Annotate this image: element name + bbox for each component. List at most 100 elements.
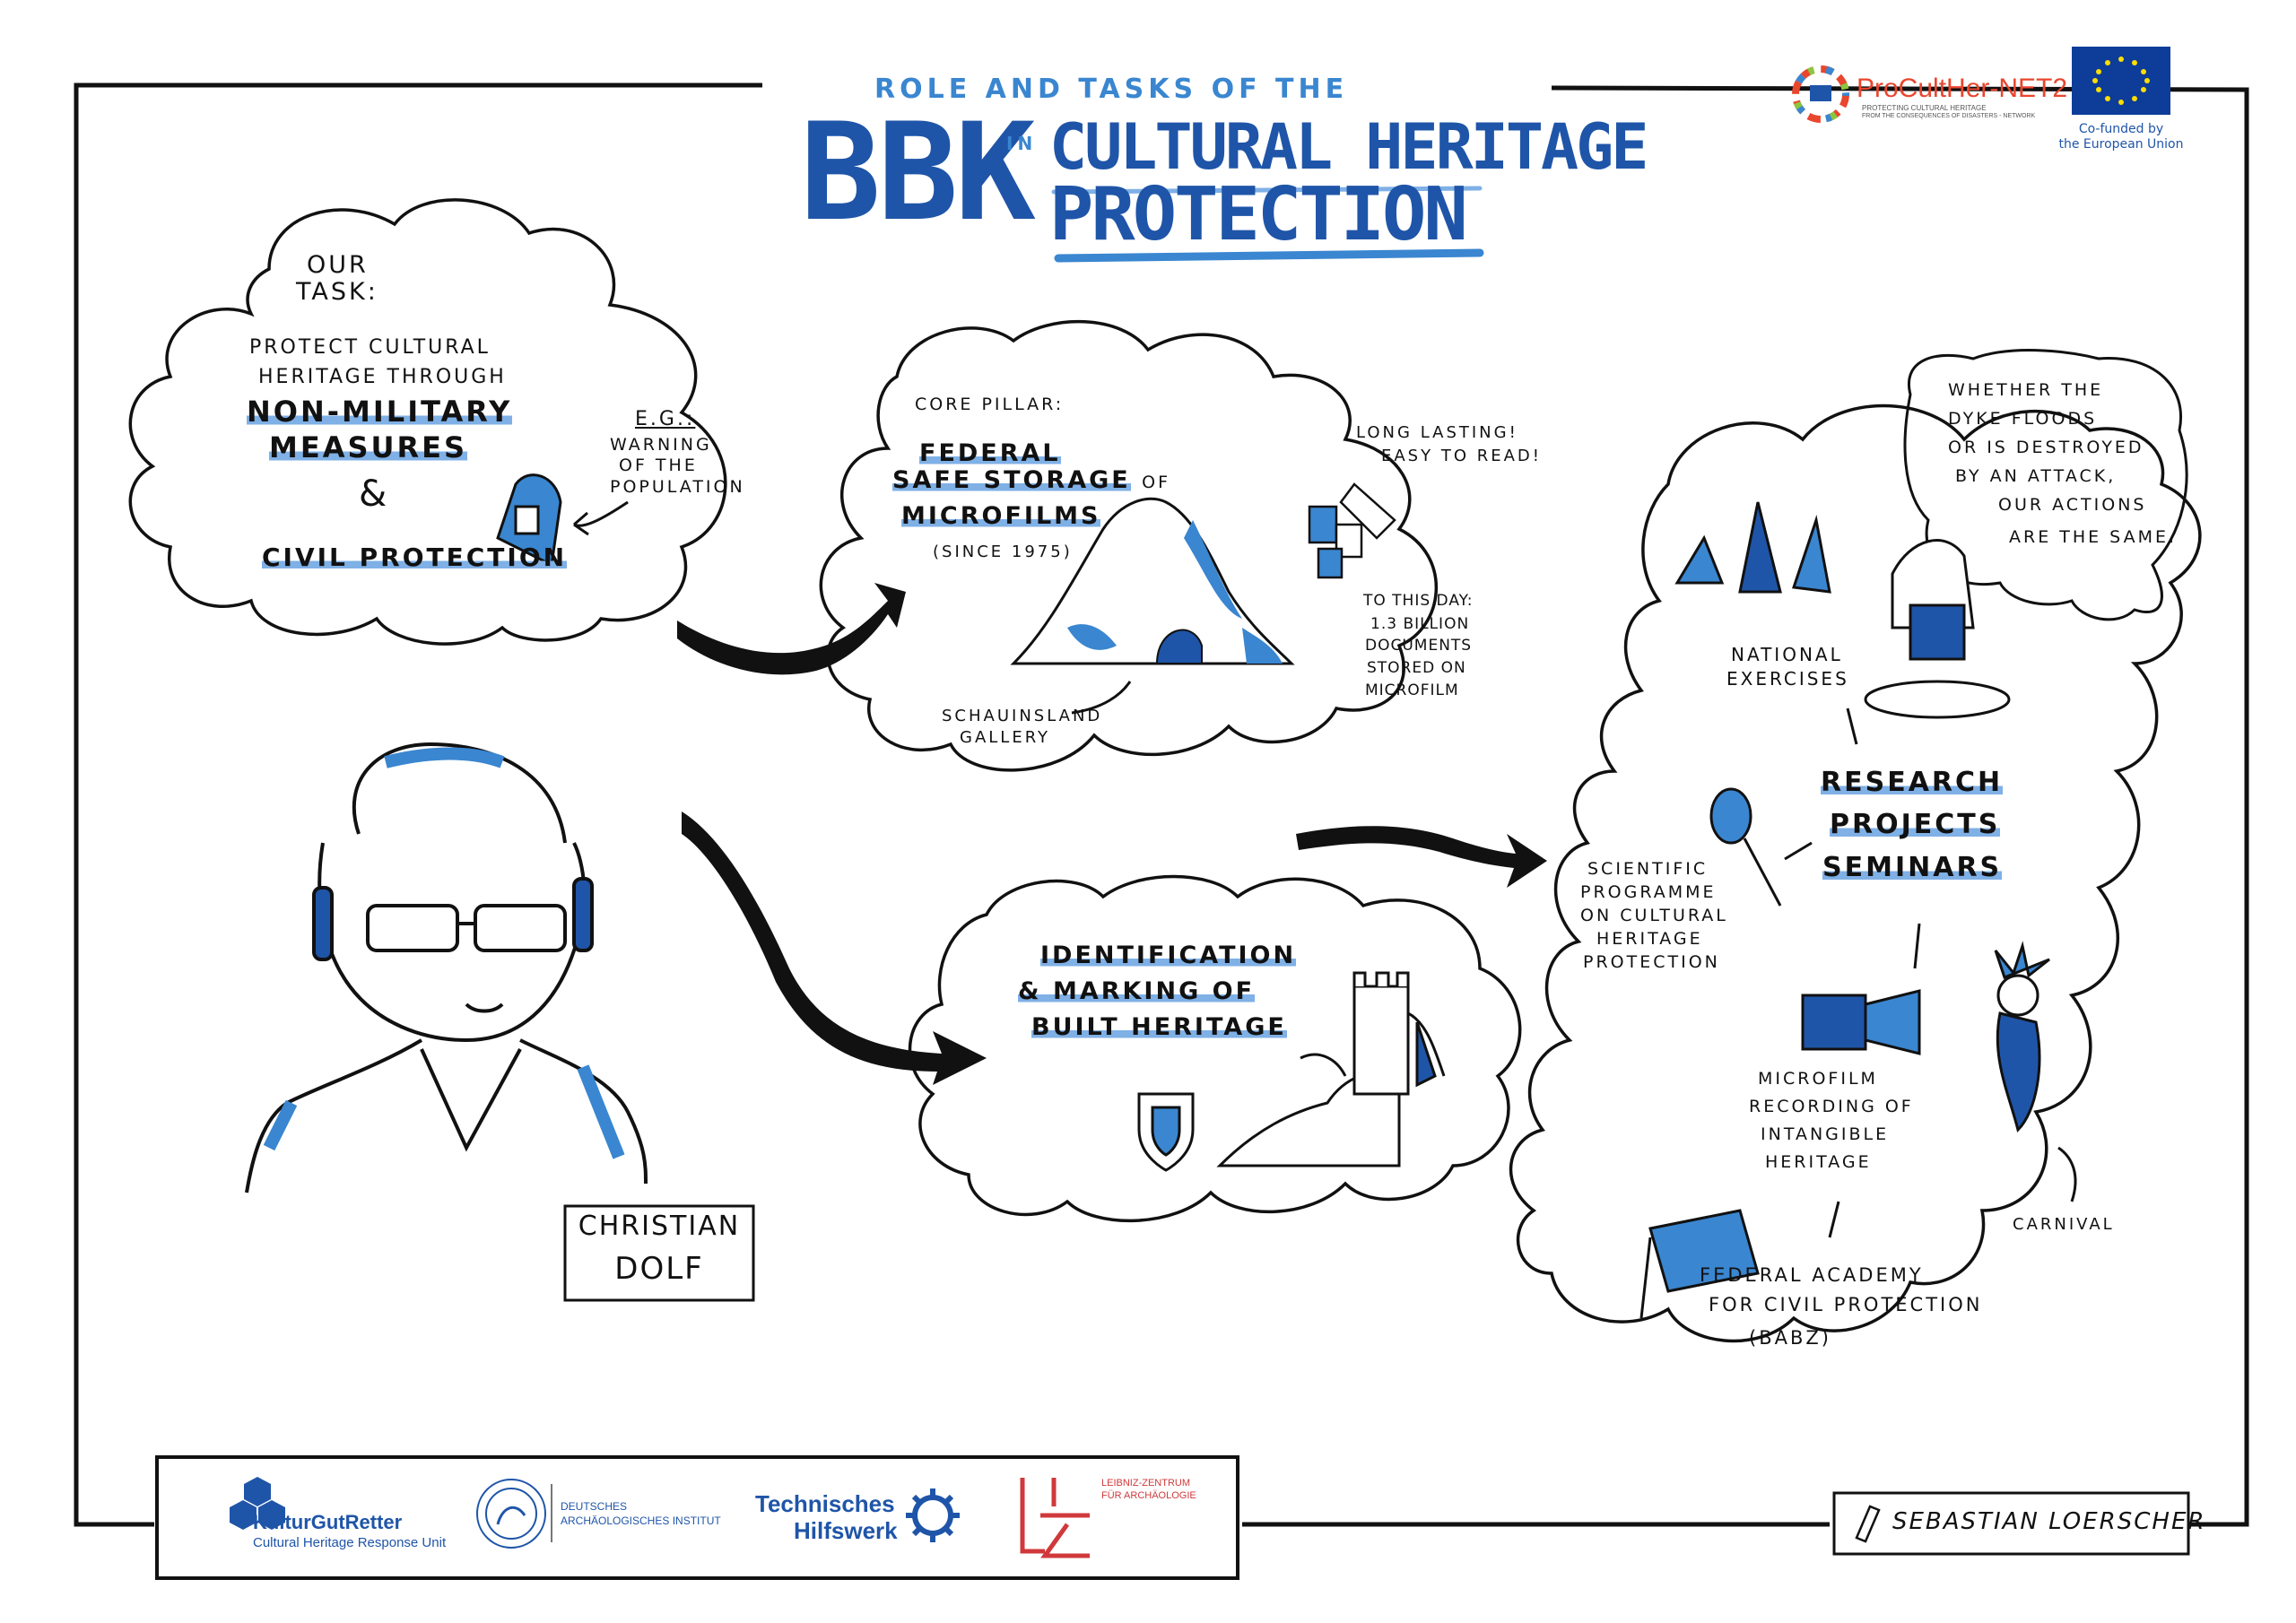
microfilm-rolls (1308, 482, 1396, 579)
thw-line-1: Technisches (755, 1490, 895, 1517)
microfilm-3: INTANGIBLE (1761, 1124, 1890, 1144)
academy-hat-drawing (1639, 1209, 1760, 1319)
core-safe-storage: SAFE STORAGE OF (892, 466, 1170, 494)
sci-2: PROGRAMME (1580, 882, 1717, 902)
jester-drawing (1994, 941, 2050, 1133)
task-nonmilitary-2: MEASURES (269, 430, 468, 464)
cloud-identification (908, 874, 1522, 1223)
task-warn-1: WARNING (610, 435, 712, 455)
title-line2: PROTECTION (1049, 172, 1468, 257)
core-day-3: DOCUMENTS (1365, 637, 1473, 655)
microfilm-2: RECORDING OF (1749, 1097, 1914, 1116)
procult-ring-icon (1792, 65, 1849, 123)
research-3: SEMINARS (1822, 852, 2003, 883)
ident-line-1: IDENTIFICATION (1040, 942, 1297, 969)
microfilm-4: HERITAGE (1765, 1152, 1872, 1172)
core-easy-read: EASY TO READ! (1381, 447, 1542, 465)
task-civil-protection: CIVIL PROTECTION (262, 542, 568, 572)
task-eg: E.G.: (635, 408, 696, 430)
sci-5: PROTECTION (1583, 952, 1720, 972)
leiza-line-1: LEIBNIZ-ZENTRUM (1101, 1478, 1190, 1488)
cloud-right (1509, 404, 2202, 1343)
sci-4: HERITAGE (1596, 929, 1703, 949)
academy-3: (BABZ) (1749, 1327, 1831, 1349)
whether-3: OR IS DESTROYED (1948, 438, 2144, 457)
artist-signature: SEBASTIAN LOERSCHER (1892, 1508, 2206, 1535)
castle-drawing (1216, 971, 1446, 1167)
procult-name: ProCultHer-NET2 (1857, 74, 2068, 103)
core-safe-storage-text: SAFE STORAGE (892, 466, 1131, 494)
dai-line-1: DEUTSCHES (561, 1500, 628, 1513)
sci-3: ON CULTURAL (1580, 906, 1728, 925)
core-of: OF (1142, 473, 1171, 492)
warning-device-drawing (496, 473, 562, 568)
eu-caption-2: the European Union (2058, 137, 2184, 152)
core-federal: FEDERAL (919, 439, 1061, 467)
core-since: (SINCE 1975) (933, 542, 1073, 561)
shield-drawing (1137, 1092, 1195, 1172)
research-2: PROJECTS (1830, 809, 2001, 840)
core-day-1: TO THIS DAY: (1363, 592, 1474, 610)
cloud-our-task (128, 198, 727, 646)
core-microfilms: MICROFILMS (901, 502, 1101, 530)
sci-1: SCIENTIFIC (1587, 859, 1709, 879)
title-bbk: BBK (800, 95, 1036, 251)
research-1-text: RESEARCH (1821, 767, 2004, 798)
task-warn-3: POPULATION (610, 477, 745, 497)
task-ampersand: & (359, 473, 390, 515)
task-label: TASK: (296, 278, 378, 306)
title-underline-2 (1051, 186, 1483, 195)
core-federal-text: FEDERAL (919, 439, 1061, 467)
ident-line-2-text: & MARKING OF (1018, 977, 1256, 1005)
mountain-drawing (1010, 497, 1295, 665)
core-day-5: MICROFILM (1365, 681, 1459, 699)
national-2: EXERCISES (1726, 668, 1849, 690)
leiza-mark-icon (1020, 1478, 1090, 1558)
speaker-last-name: DOLF (614, 1251, 704, 1287)
academy-1: FEDERAL ACADEMY (1700, 1264, 1924, 1286)
magnifier-drawing (1709, 787, 1782, 907)
microfilm-1: MICROFILM (1758, 1069, 1878, 1089)
research-3-text: SEMINARS (1822, 852, 2003, 883)
eu-caption-1: Co-funded by (2078, 122, 2164, 136)
ident-line-2: & MARKING OF (1018, 977, 1256, 1005)
ident-line-1-text: IDENTIFICATION (1040, 942, 1297, 969)
whether-6: ARE THE SAME. (2009, 527, 2178, 547)
core-long-lasting: LONG LASTING! (1356, 423, 1518, 442)
ident-line-3: BUILT HERITAGE (1031, 1013, 1287, 1041)
exercise-drawing (1674, 501, 2011, 719)
thw-line-2: Hilfswerk (794, 1517, 898, 1544)
task-our: OUR (307, 251, 369, 279)
small-arrows (573, 500, 2077, 1238)
thw-gear-icon (906, 1488, 960, 1542)
title-underline (1054, 248, 1484, 263)
core-day-4: STORED ON (1367, 659, 1466, 677)
procult-tagline-1: PROTECTING CULTURAL HERITAGE (1862, 104, 1987, 112)
speaker-name-box (563, 1204, 755, 1302)
core-gallery-2: GALLERY (960, 728, 1051, 747)
ident-line-3-text: BUILT HERITAGE (1031, 1013, 1287, 1041)
core-gallery-1: SCHAUINSLAND (942, 707, 1103, 725)
core-day-2: 1.3 BILLION (1370, 615, 1470, 633)
task-nonmilitary-2-text: MEASURES (269, 430, 468, 464)
title-in: IN (1006, 133, 1038, 154)
title-subtitle: ROLE AND TASKS OF THE (874, 74, 1349, 105)
speaker-first-name: CHRISTIAN (578, 1211, 741, 1242)
academy-2: FOR CIVIL PROTECTION (1709, 1294, 1983, 1315)
dai-line-2: ARCHÄOLOGISCHES INSTITUT (561, 1515, 721, 1527)
research-1: RESEARCH (1821, 767, 2004, 798)
core-pillar-label: CORE PILLAR: (915, 395, 1065, 414)
task-nonmilitary-1-text: NON-MILITARY (247, 395, 513, 429)
whether-5: OUR ACTIONS (1998, 495, 2147, 515)
microfilm-camera-drawing (1801, 989, 1921, 1055)
kgr-sub: Cultural Heritage Response Unit (253, 1535, 447, 1550)
arrows (677, 583, 1547, 1085)
task-civil-protection-text: CIVIL PROTECTION (262, 542, 568, 572)
procult-tagline-2: FROM THE CONSEQUENCES OF DISASTERS - NET… (1862, 113, 2036, 119)
outer-frame (74, 82, 2249, 1527)
national-1: NATIONAL (1731, 644, 1843, 665)
title-line1: CULTURAL HERITAGE (1049, 110, 1648, 184)
research-2-text: PROJECTS (1830, 809, 2001, 840)
task-nonmilitary-1: NON-MILITARY (247, 395, 513, 429)
leiza-line-2: FÜR ARCHÄOLOGIE (1101, 1490, 1196, 1501)
